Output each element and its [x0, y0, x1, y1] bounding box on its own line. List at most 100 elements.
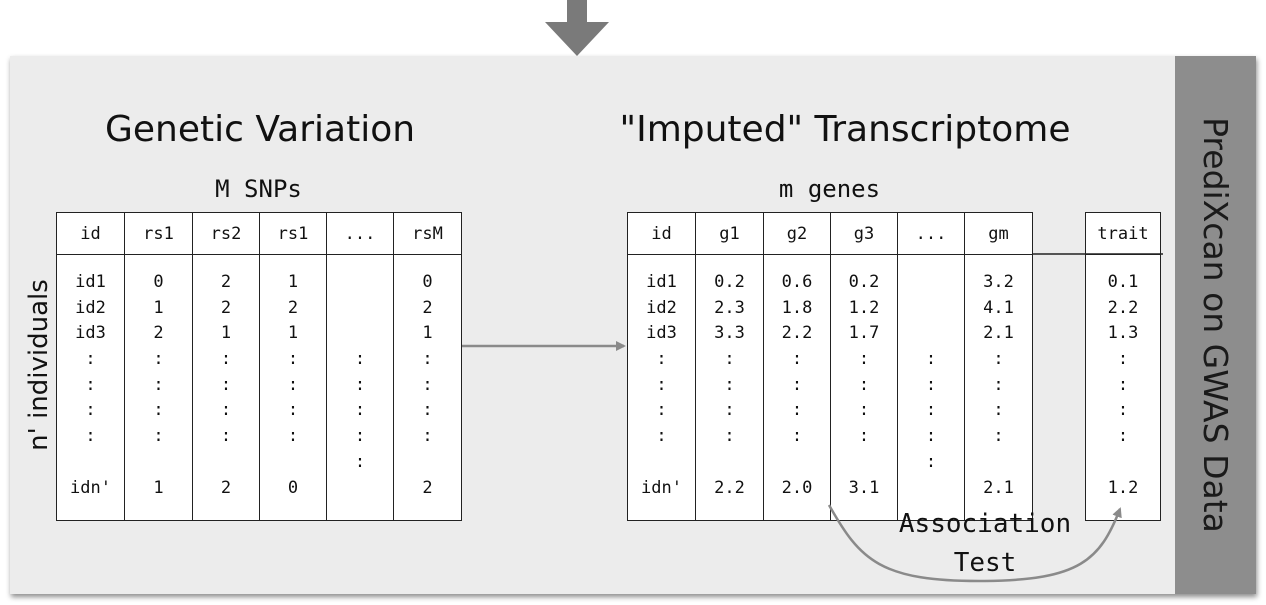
- cell-value: [629, 450, 695, 476]
- cell-value: :: [724, 400, 735, 421]
- cell-value: 2: [287, 297, 299, 318]
- cell-value: [1087, 450, 1160, 476]
- cell-value: :: [993, 349, 1004, 370]
- cell-value: [328, 476, 393, 502]
- cell-value: :: [993, 400, 1004, 421]
- column-header: rs2: [192, 212, 260, 255]
- individuals-label: n' individuals: [24, 279, 54, 451]
- cell-value: [832, 450, 897, 476]
- cell-value: 2: [422, 477, 433, 498]
- cell-value: :: [287, 426, 299, 447]
- cell-value: :: [422, 400, 433, 421]
- cell-value: :: [1117, 374, 1129, 395]
- cell-value: :: [220, 426, 232, 447]
- cell-value: 1.3: [1107, 323, 1139, 344]
- cell-value: 2.3: [714, 297, 745, 318]
- cell-value: :: [287, 349, 299, 370]
- cell-value: :: [925, 451, 937, 472]
- column-header: ...: [326, 212, 394, 255]
- snps-caption: M SNPs: [215, 175, 302, 203]
- cell-value: 1: [287, 323, 299, 344]
- cell-value: :: [791, 400, 803, 421]
- cell-value: 1: [153, 297, 164, 318]
- column-header: g1: [695, 212, 764, 255]
- cell-value: :: [287, 400, 299, 421]
- cell-value: :: [153, 374, 164, 395]
- cell-value: idn': [641, 477, 682, 498]
- cell-value: 1.7: [848, 323, 880, 344]
- cell-value: :: [724, 426, 735, 447]
- cell-value: :: [153, 349, 164, 370]
- cell-value: id2: [75, 297, 106, 318]
- cell-value: :: [925, 400, 937, 421]
- cell-value: :: [925, 426, 937, 447]
- cell-value: 2: [220, 297, 232, 318]
- column-header: trait: [1085, 212, 1161, 255]
- cell-value: :: [1117, 349, 1129, 370]
- cell-value: [966, 450, 1032, 476]
- cell-value: [126, 450, 192, 476]
- cell-value: 2: [153, 323, 164, 344]
- transcriptome-title: "Imputed" Transcriptome: [619, 109, 1071, 150]
- cell-value: [697, 450, 763, 476]
- cell-value: :: [791, 426, 803, 447]
- cell-value: 0: [287, 477, 299, 498]
- cell-value: :: [925, 374, 937, 395]
- data-column: :::::: [897, 254, 965, 521]
- cell-value: :: [993, 426, 1004, 447]
- cell-value: id1: [646, 272, 677, 292]
- cell-value: :: [422, 349, 433, 370]
- column-header: rs1: [124, 212, 193, 255]
- cell-value: idn': [70, 477, 111, 498]
- association-label-line-1: Association: [898, 509, 1072, 539]
- cell-value: :: [656, 400, 667, 421]
- cell-value: :: [354, 349, 366, 370]
- cell-value: :: [153, 426, 164, 447]
- column-header: gm: [964, 212, 1033, 255]
- column-header: rsM: [393, 212, 462, 255]
- column-header: id: [627, 212, 696, 255]
- down-arrow-icon: [545, 0, 609, 56]
- column-header: g2: [763, 212, 831, 255]
- cell-value: id3: [646, 323, 677, 344]
- cell-value: :: [656, 349, 667, 370]
- data-column: :::::: [326, 254, 394, 521]
- cell-value: :: [858, 349, 870, 370]
- cell-value: [328, 270, 393, 296]
- cell-value: 4.1: [983, 297, 1014, 318]
- cell-value: id1: [75, 272, 106, 292]
- cell-value: [899, 270, 964, 296]
- cell-value: [261, 450, 326, 476]
- cell-value: id2: [646, 297, 677, 318]
- side-label: PrediXcan on GWAS Data: [1196, 117, 1235, 533]
- cell-value: :: [1117, 426, 1129, 447]
- cell-value: 2.1: [983, 477, 1014, 498]
- cell-value: :: [354, 374, 366, 395]
- column-header: rs1: [259, 212, 327, 255]
- cell-value: :: [858, 400, 870, 421]
- cell-value: :: [791, 349, 803, 370]
- cell-value: [899, 321, 964, 347]
- cell-value: 2.2: [781, 323, 813, 344]
- cell-value: [395, 450, 461, 476]
- cell-value: 3.1: [848, 477, 880, 498]
- cell-value: :: [858, 374, 870, 395]
- cell-value: 2.2: [1107, 297, 1139, 318]
- cell-value: 1: [220, 323, 232, 344]
- cell-value: 0.1: [1107, 272, 1139, 292]
- cell-value: id3: [75, 323, 106, 344]
- genes-caption: m genes: [778, 175, 881, 203]
- cell-value: 2: [422, 297, 433, 318]
- cell-value: :: [1117, 400, 1129, 421]
- cell-value: 0.2: [714, 272, 745, 292]
- cell-value: 2: [220, 272, 232, 292]
- cell-value: 0: [153, 272, 164, 292]
